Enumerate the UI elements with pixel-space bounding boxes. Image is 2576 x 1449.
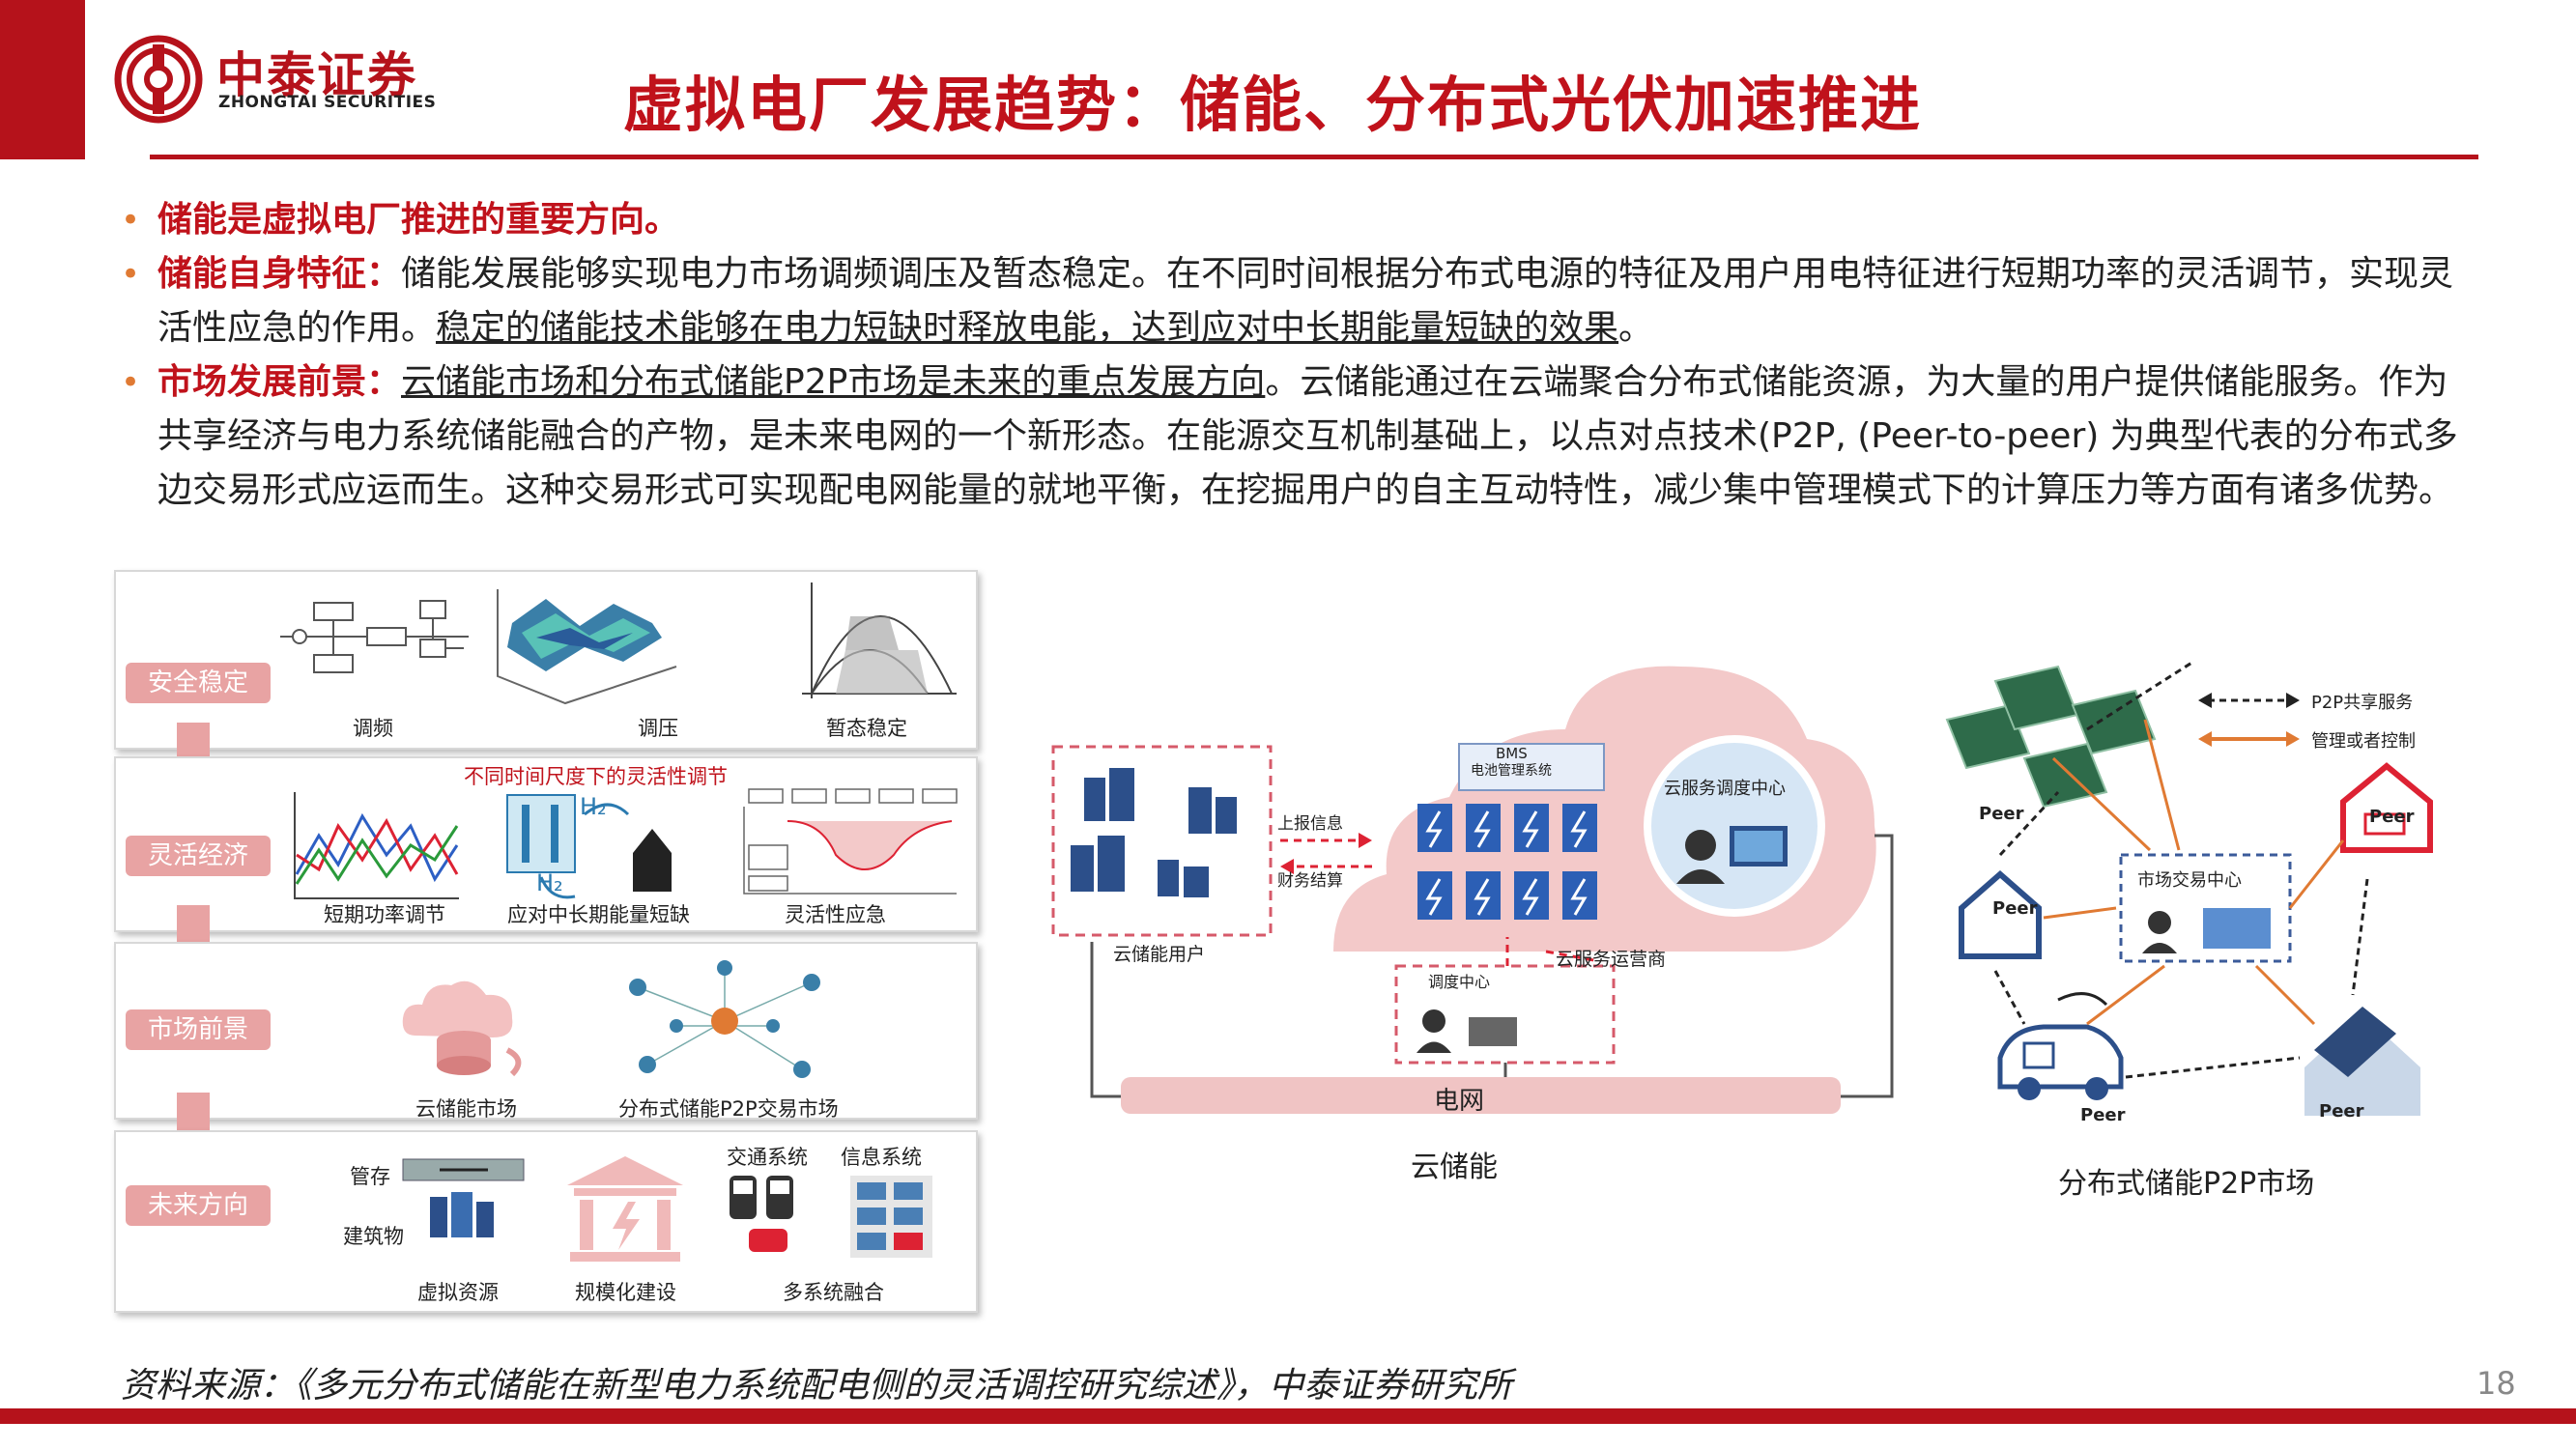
market-center-label: 市场交易中心: [2137, 870, 2242, 891]
row-caption: 云储能市场: [415, 1097, 517, 1121]
frequency-control-diagram-icon: [280, 600, 469, 673]
row-tag: 未来方向: [126, 1185, 271, 1226]
row-subtitle: 不同时间尺度下的灵活性调节: [464, 765, 728, 788]
cloud-storage-graphic-icon: [1051, 666, 1894, 1114]
cloud-storage-caption: 云储能: [1411, 1151, 1498, 1184]
row-caption: 调频: [353, 717, 393, 740]
bullet-3-text: 。云储能通过在云端聚合分布式储能资源，为大量的用户提供储能服务。作为共享经济与电…: [157, 362, 2458, 510]
p2p-market-caption: 分布式储能P2P市场: [2058, 1167, 2315, 1201]
hydrogen-storage-icon: [506, 794, 672, 899]
page-number: 18: [2476, 1365, 2516, 1402]
row-caption: 暂态稳定: [826, 717, 907, 740]
title-divider: [150, 155, 2478, 159]
panel-row-security: 安全稳定 调频 调压 暂态稳定: [114, 570, 978, 750]
page-title: 虚拟电厂发展趋势：储能、分布式光伏加速推进: [623, 70, 1923, 140]
bullet-dot-icon: •: [121, 363, 141, 402]
bullet-item-1: • 储能是虚拟电厂推进的重要方向。: [121, 193, 2478, 247]
legend-p2p-share: P2P共享服务: [2311, 693, 2414, 713]
bullet-3-underlined: 云储能市场和分布式储能P2P市场是未来的重点发展方向: [401, 362, 1266, 402]
bullet-1-text: 储能是虚拟电厂推进的重要方向。: [157, 200, 680, 240]
grid-label: 电网: [1434, 1087, 1485, 1116]
bullet-3-label: 市场发展前景：: [157, 362, 402, 402]
row-caption: 规模化建设: [575, 1281, 676, 1304]
row-caption: 分布式储能P2P交易市场: [618, 1097, 839, 1121]
row-tag: 灵活经济: [126, 836, 271, 876]
row-caption: 调压: [638, 717, 678, 740]
multi-system-fusion-icon: [730, 1176, 932, 1258]
bullet-2-label: 储能自身特征：: [157, 254, 402, 294]
p2p-network-icon: [629, 960, 820, 1078]
cloud-operator-label: 云服务运营商: [1556, 949, 1667, 970]
service-center-label: 云服务调度中心: [1664, 779, 1786, 799]
panel-row-flexible: 灵活经济 不同时间尺度下的灵活性调节 短期功率调节 H₂ H₂ 应对中长期能量短…: [114, 756, 978, 932]
flexibility-response-curve-icon: [743, 788, 958, 895]
bullet-2-end: 。: [1618, 308, 1654, 348]
company-logo: 中泰证券 ZHONGTAI SECURITIES: [114, 31, 462, 128]
cloud-storage-market-icon: [402, 980, 522, 1077]
panel-row-future: 未来方向 管存 建筑物 虚拟资源 规模化建设 交通系统 信息系统: [114, 1130, 978, 1313]
peer-label: Peer: [1979, 804, 2024, 824]
bullet-2-text: 储能发展能够实现电力市场调频调压及暂态稳定。在不同时间根据分布式电源的特征及用户…: [157, 254, 2454, 348]
h2-label: H₂: [536, 869, 563, 896]
bullet-dot-icon: •: [121, 201, 141, 240]
label-transport: 交通系统: [727, 1146, 808, 1169]
panel-row-market: 市场前景 云储能市场 分布式储能P2P交易市场: [114, 942, 978, 1121]
settlement-label: 财务结算: [1277, 871, 1343, 891]
peer-label: Peer: [2319, 1101, 2364, 1122]
legend-management: 管理或者控制: [2311, 731, 2416, 752]
label-building: 建筑物: [343, 1225, 404, 1248]
report-label: 上报信息: [1277, 814, 1343, 834]
short-term-power-chart-icon: [294, 792, 459, 899]
bullet-item-2: • 储能自身特征：储能发展能够实现电力市场调频调压及暂态稳定。在不同时间根据分布…: [121, 247, 2478, 355]
row-caption: 虚拟资源: [417, 1281, 499, 1304]
bms-sublabel: 电池管理系统: [1471, 763, 1552, 779]
row-caption: 灵活性应急: [785, 903, 886, 926]
logo-mark-icon: [114, 35, 203, 124]
p2p-market-graphic-icon: [1945, 662, 2433, 1116]
cloud-users-label: 云储能用户: [1113, 944, 1206, 965]
bullet-dot-icon: •: [121, 255, 141, 294]
row-tag: 市场前景: [126, 1009, 271, 1050]
label-info-system: 信息系统: [841, 1146, 922, 1169]
logo-english-name: ZHONGTAI SECURITIES: [218, 93, 437, 112]
row-caption: 多系统融合: [783, 1281, 884, 1304]
label-pipe-storage: 管存: [350, 1165, 390, 1188]
header-accent-band: [0, 0, 85, 159]
h2-label: H₂: [580, 793, 607, 820]
source-note: 资料来源：《多元分布式储能在新型电力系统配电侧的灵活调控研究综述》，中泰证券研究…: [121, 1366, 1513, 1406]
bullet-2-underlined: 稳定的储能技术能够在电力短缺时释放电能，达到应对中长期能量短缺的效果: [436, 308, 1619, 348]
logo-chinese-name: 中泰证券: [216, 47, 417, 103]
peer-label: Peer: [1992, 898, 2038, 919]
virtual-resource-icon: [402, 1158, 525, 1237]
row-tag: 安全稳定: [126, 663, 271, 703]
large-scale-construction-icon: [567, 1156, 683, 1262]
bms-label: BMS: [1496, 745, 1528, 762]
voltage-surface-plot-icon: [497, 589, 677, 705]
row-caption: 短期功率调节: [324, 903, 445, 926]
transient-stability-curve-icon: [802, 582, 957, 698]
bullet-item-3: • 市场发展前景：云储能市场和分布式储能P2P市场是未来的重点发展方向。云储能通…: [121, 355, 2478, 518]
footer-accent-band: [0, 1408, 2576, 1424]
dispatch-center-label: 调度中心: [1428, 973, 1491, 991]
peer-label: Peer: [2369, 807, 2415, 827]
row-caption: 应对中长期能量短缺: [507, 903, 690, 926]
peer-label: Peer: [2080, 1105, 2126, 1125]
